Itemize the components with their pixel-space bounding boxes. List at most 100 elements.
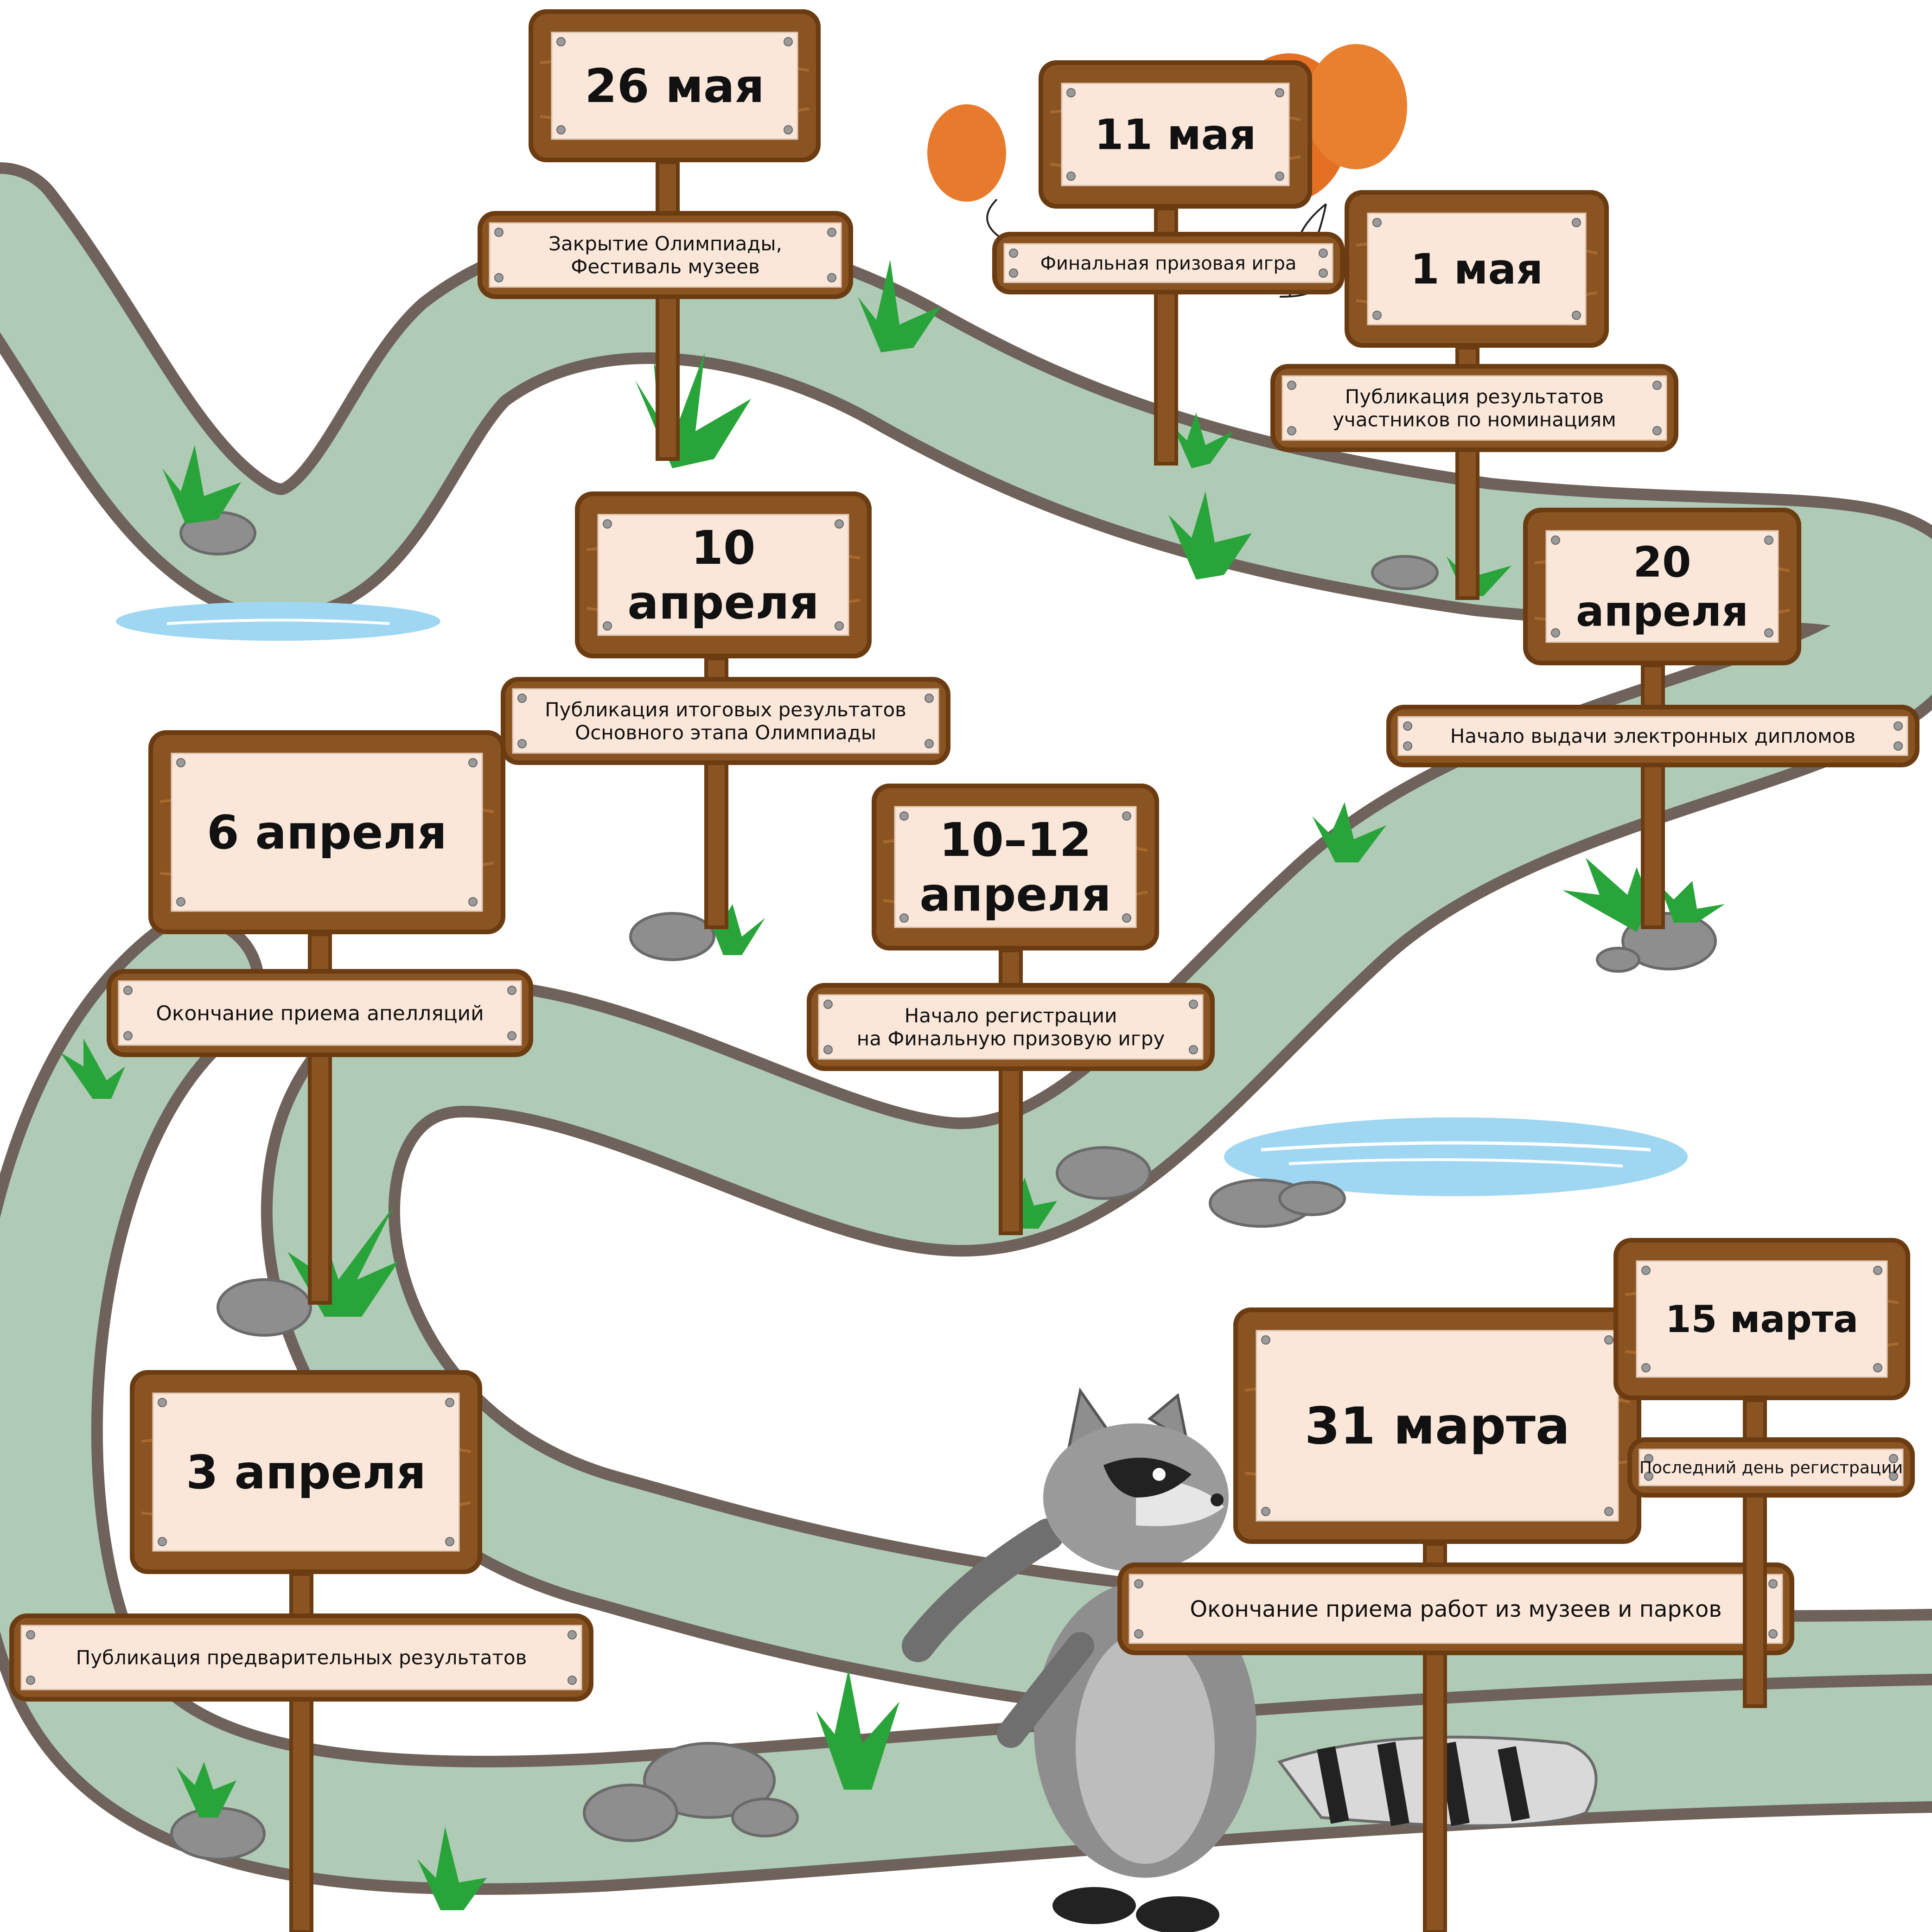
nail-icon	[1287, 381, 1296, 390]
milestone-event: на Финальную призовую игру	[857, 1027, 1165, 1050]
event-board-plaque	[1003, 243, 1333, 283]
nail-icon	[1134, 1579, 1143, 1588]
event-board	[1386, 705, 1919, 767]
nail-icon	[176, 897, 185, 906]
nail-icon	[1009, 268, 1018, 278]
event-board	[807, 983, 1215, 1071]
nail-icon	[1644, 1472, 1653, 1481]
nail-icon	[1652, 426, 1662, 435]
nail-icon	[1261, 1335, 1270, 1345]
date-board	[1345, 190, 1609, 348]
grass-tuft	[1173, 413, 1233, 468]
nail-icon	[123, 1031, 133, 1040]
event-board	[501, 677, 950, 765]
milestone-event: Фестиваль музеев	[571, 255, 760, 278]
nail-icon	[1009, 249, 1018, 258]
nail-icon	[603, 621, 612, 631]
date-board	[529, 9, 821, 162]
milestone-date: апреля	[1576, 587, 1748, 636]
nail-icon	[899, 811, 909, 821]
nail-icon	[1641, 1363, 1651, 1372]
event-board	[478, 211, 853, 299]
grass-tuft	[176, 1762, 236, 1817]
milestone-event: участников по номинациям	[1333, 408, 1616, 431]
milestone-date: 20	[1633, 538, 1691, 587]
nail-icon	[1644, 1454, 1653, 1463]
raccoon-foot	[1052, 1887, 1136, 1924]
date-board-plaque	[1061, 83, 1290, 186]
nail-icon	[784, 125, 793, 134]
stone	[731, 1798, 799, 1837]
nail-icon	[1275, 172, 1284, 181]
raccoon-arm	[997, 1632, 1094, 1748]
nail-icon	[1319, 249, 1328, 258]
milestone-event: Начало выдачи электронных дипломов	[1450, 725, 1856, 747]
nail-icon	[1764, 628, 1773, 638]
stone	[629, 912, 715, 961]
event-board	[992, 232, 1345, 294]
nail-icon	[1768, 1579, 1778, 1588]
nail-icon	[158, 1537, 167, 1546]
nail-icon	[1372, 311, 1382, 320]
nail-icon	[1873, 1266, 1882, 1275]
grass-tuft	[162, 445, 241, 524]
event-board-plaque	[489, 222, 842, 288]
nail-icon	[494, 273, 504, 282]
milestone-event: Публикация предварительных результатов	[76, 1646, 527, 1669]
milestone-date: 26 мая	[585, 59, 764, 113]
nail-icon	[176, 758, 185, 767]
raccoon-arm	[902, 1518, 1064, 1662]
grass-tuft	[1562, 858, 1651, 932]
date-board-plaque	[597, 514, 849, 636]
nail-icon	[1572, 218, 1581, 227]
milestone-date: апреля	[627, 575, 819, 630]
nail-icon	[1889, 1472, 1898, 1481]
nail-icon	[1764, 536, 1773, 545]
date-board-plaque	[1367, 212, 1587, 325]
event-board	[9, 1613, 593, 1702]
raccoon-eye	[1153, 1468, 1166, 1481]
stone	[583, 1784, 678, 1842]
event-board	[1270, 364, 1678, 452]
date-board-plaque	[1636, 1260, 1888, 1378]
stone	[1371, 555, 1439, 590]
milestone-event: Окончание приема апелляций	[156, 1001, 484, 1025]
nail-icon	[1652, 381, 1662, 390]
nail-icon	[158, 1398, 167, 1407]
nail-icon	[1066, 172, 1076, 181]
stone	[1596, 947, 1640, 973]
date-board-plaque	[551, 32, 798, 140]
nail-icon	[1572, 311, 1581, 320]
milestone-event: Закрытие Олимпиады,	[548, 232, 782, 255]
nail-icon	[899, 913, 909, 923]
nail-icon	[1261, 1507, 1270, 1516]
nail-icon	[1066, 88, 1076, 97]
nail-icon	[1134, 1629, 1143, 1639]
nail-icon	[1372, 218, 1382, 227]
raccoon-belly	[1076, 1632, 1215, 1864]
puddle-right	[1224, 1117, 1688, 1196]
nail-icon	[1122, 913, 1131, 923]
nail-icon	[1889, 1454, 1898, 1463]
date-board-plaque	[894, 806, 1137, 928]
nail-icon	[1768, 1629, 1778, 1639]
raccoon-mask	[1103, 1458, 1192, 1498]
nail-icon	[1641, 1266, 1651, 1275]
date-board-plaque	[1256, 1330, 1619, 1522]
milestone-event: Финальная призовая игра	[1040, 253, 1297, 274]
event-board-plaque	[118, 980, 522, 1046]
nail-icon	[556, 37, 566, 46]
nail-icon	[835, 519, 844, 529]
nail-icon	[494, 228, 504, 237]
milestone-date: 1 мая	[1410, 245, 1543, 294]
nail-icon	[1403, 721, 1412, 731]
milestone-date: 10	[691, 521, 755, 575]
